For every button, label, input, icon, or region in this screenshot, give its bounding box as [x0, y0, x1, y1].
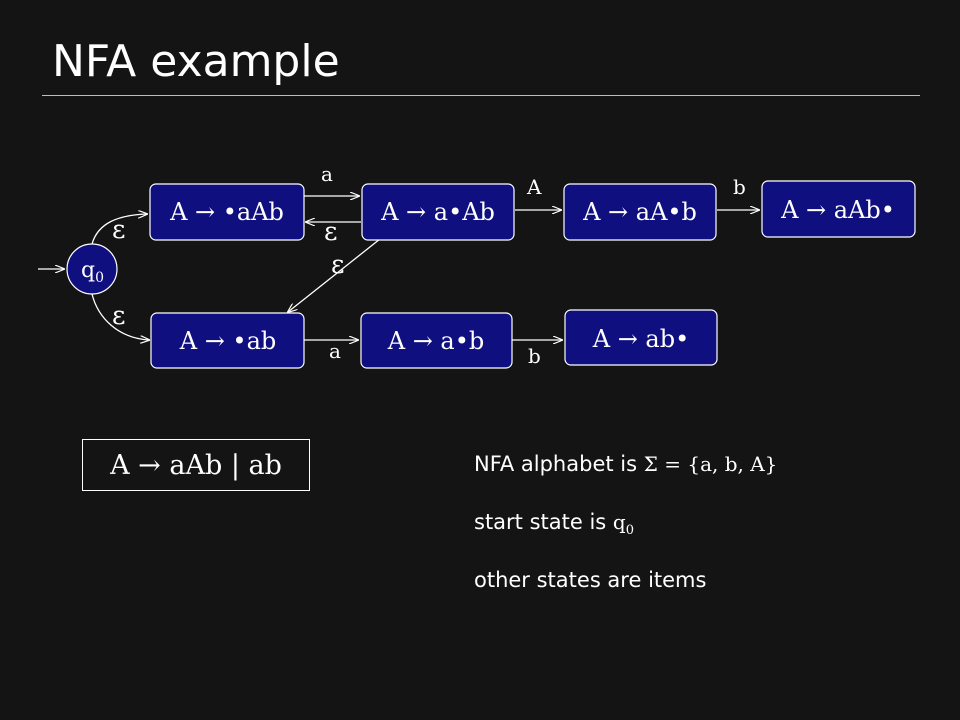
edge-label-item3-to-item4: b: [733, 175, 746, 199]
note-items: other states are items: [474, 568, 707, 592]
svg-text:A → aAb•: A → aAb•: [780, 196, 895, 224]
svg-text:A → aA•b: A → aA•b: [582, 198, 697, 226]
state-item-dot-ab: A → •ab: [150, 312, 305, 369]
svg-text:A → ab•: A → ab•: [592, 325, 690, 353]
svg-text:A → •aAb: A → •aAb: [169, 198, 284, 226]
edge-label-item2-to-item1: ε: [324, 217, 337, 247]
edge-label-item2-to-item3: A: [526, 175, 542, 199]
svg-text:A → •ab: A → •ab: [179, 327, 277, 355]
edge-label-start-to-ab: ε: [112, 301, 125, 331]
start-state-symbol: q0: [612, 510, 635, 538]
state-item-aA-dot-b: A → aA•b: [563, 183, 717, 241]
start-state-q0: q0: [66, 243, 118, 295]
edge-start-to-aAb: [91, 214, 147, 245]
title-divider: [42, 95, 920, 96]
state-item-a-dot-b: A → a•b: [360, 312, 513, 369]
edge-start-to-ab: [91, 293, 149, 340]
state-item-a-dot-Ab: A → a•Ab: [361, 183, 515, 241]
state-item-ab-dot: A → ab•: [564, 309, 718, 366]
note-alphabet-text: NFA alphabet is: [474, 452, 644, 476]
svg-text:q0: q0: [81, 258, 104, 286]
edge-label-ab2-to-ab3: b: [528, 344, 541, 368]
slide-title: NFA example: [52, 36, 340, 87]
grammar-box: A → aAb | ab: [82, 439, 310, 491]
note-start-text: start state is: [474, 510, 613, 534]
edge-label-item2-to-ab: ε: [331, 250, 344, 280]
edge-label-ab1-to-ab2: a: [329, 339, 341, 363]
edge-label-item1-to-item2: a: [321, 162, 333, 186]
note-alphabet: NFA alphabet is Σ = {a, b, A}: [474, 452, 777, 510]
state-item-dot-aAb: A → •aAb: [149, 183, 305, 241]
svg-text:A → a•b: A → a•b: [387, 327, 485, 355]
note-start-state: start state is q0: [474, 510, 777, 568]
alphabet-set: Σ = {a, b, A}: [643, 452, 778, 476]
state-item-aAb-dot: A → aAb•: [761, 180, 916, 238]
edge-item2-to-ab: [288, 238, 381, 312]
notes-list: NFA alphabet is Σ = {a, b, A} start stat…: [474, 452, 777, 626]
svg-text:A → a•Ab: A → a•Ab: [380, 198, 495, 226]
edge-label-start-to-aAb: ε: [112, 215, 125, 245]
grammar-rule: A → aAb | ab: [110, 449, 282, 481]
